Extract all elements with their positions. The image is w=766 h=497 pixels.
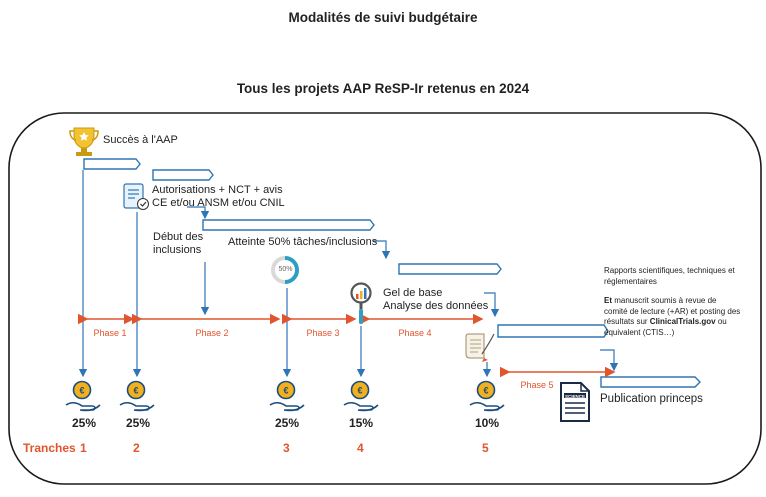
magnifier-chart-icon: [350, 282, 372, 324]
tranche-number-4: 4: [357, 441, 364, 455]
svg-text:€: €: [483, 386, 488, 396]
milestone-halfway: Atteinte 50% tâches/inclusions: [228, 236, 378, 248]
step-bar-2: [152, 169, 214, 181]
reports-text: Rapports scientifiques, techniques et ré…: [604, 266, 754, 287]
connector-3: [187, 206, 210, 220]
milestone-authorizations-1: Autorisations + NCT + avis: [152, 184, 283, 196]
manuscript-line-1: Et manuscrit soumis à revue de: [604, 296, 717, 305]
milestone-inclusions-1: Début des: [153, 231, 204, 243]
reports-line-2: réglementaires: [604, 276, 657, 286]
milestone-inclusions-2: inclusions: [153, 244, 202, 256]
coin-hand-icon-1: €: [65, 380, 101, 412]
svg-text:€: €: [79, 386, 84, 396]
phase-label-1: Phase 1: [93, 328, 127, 338]
phase-label-4: Phase 4: [398, 328, 432, 338]
coin-hand-icon-3: €: [269, 380, 305, 412]
coin-hand-icon-4: €: [343, 380, 379, 412]
manuscript-line-2: comité de lecture (+AR) et posting des: [604, 306, 741, 316]
phase-label-5: Phase 5: [520, 380, 554, 390]
manuscript-line-4: équivalent (CTIS…): [604, 327, 675, 337]
connector-6: [600, 349, 619, 372]
connector-4: [373, 240, 391, 260]
gauge-label: 50%: [278, 266, 293, 273]
tranche-percent-5: 10%: [474, 416, 500, 430]
milestone-freeze-1: Gel de base: [383, 287, 443, 299]
tranche-percent-3: 25%: [274, 416, 300, 430]
step-bar-1: [83, 158, 141, 170]
manuscript-text: Et manuscrit soumis à revue de comité de…: [604, 296, 754, 338]
tranche-number-5: 5: [482, 441, 489, 455]
page-subtitle: Tous les projets AAP ReSP-Ir retenus en …: [236, 81, 530, 96]
milestone-success: Succès à l'AAP: [103, 134, 178, 146]
publication-label: Publication princeps: [600, 393, 703, 405]
milestone-authorizations-2: CE et/ou ANSM et/ou CNIL: [152, 197, 285, 209]
coin-hand-icon-5: €: [469, 380, 505, 412]
science-document-icon: [560, 382, 590, 422]
tranche-percent-2: 25%: [125, 416, 151, 430]
doc-label: SCIENCE: [564, 394, 585, 399]
progress-gauge-icon: [271, 256, 299, 284]
manuscript-line-3: résultats sur ClinicalTrials.gov ou: [604, 317, 727, 326]
scroll-quill-icon: [465, 333, 495, 362]
coin-hand-icon-2: €: [119, 380, 155, 412]
trophy-icon: [69, 127, 99, 156]
connector-5: [484, 292, 500, 318]
reports-line-1: Rapports scientifiques, techniques et: [604, 266, 735, 275]
tranche-percent-1: 25%: [71, 416, 97, 430]
frame: [8, 112, 762, 485]
svg-text:€: €: [283, 386, 288, 396]
svg-text:€: €: [133, 386, 138, 396]
tranche-percent-4: 15%: [348, 416, 374, 430]
tranche-number-2: 2: [133, 441, 140, 455]
step-bar-3: [202, 219, 375, 231]
step-bar-4: [398, 263, 502, 275]
milestone-freeze-2: Analyse des données: [383, 300, 489, 312]
page-title: Modalités de suivi budgétaire: [288, 10, 478, 25]
tranche-number-3: 3: [283, 441, 290, 455]
phase-label-2: Phase 2: [195, 328, 229, 338]
document-check-icon: [123, 183, 149, 210]
tranches-label: Tranches: [23, 441, 76, 455]
phase-label-3: Phase 3: [306, 328, 340, 338]
step-bar-5: [497, 324, 609, 338]
tranche-number-1: 1: [80, 441, 87, 455]
step-bar-6: [600, 376, 701, 388]
svg-text:€: €: [357, 386, 362, 396]
